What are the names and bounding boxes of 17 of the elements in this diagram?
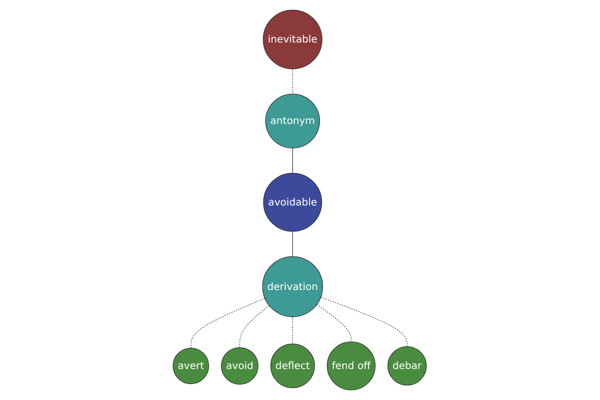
- node-circle: antonym: [266, 94, 320, 148]
- connector: [190, 298, 266, 348]
- connector: [320, 296, 408, 347]
- node-circle: avert: [173, 348, 210, 384]
- node-circle: avoid: [221, 347, 259, 385]
- node-circle: deflect: [270, 344, 316, 388]
- connector: [292, 231, 294, 257]
- node-circle: fend off: [327, 342, 376, 390]
- node-circle: inevitable: [263, 10, 323, 70]
- connector: [316, 304, 352, 342]
- node-circle: derivation: [262, 256, 324, 318]
- connector: [292, 148, 294, 174]
- node-circle: debar: [388, 346, 427, 386]
- connector: [240, 305, 270, 348]
- connector: [292, 316, 294, 344]
- node-circle: avoidable: [263, 172, 322, 232]
- connector: [292, 68, 294, 94]
